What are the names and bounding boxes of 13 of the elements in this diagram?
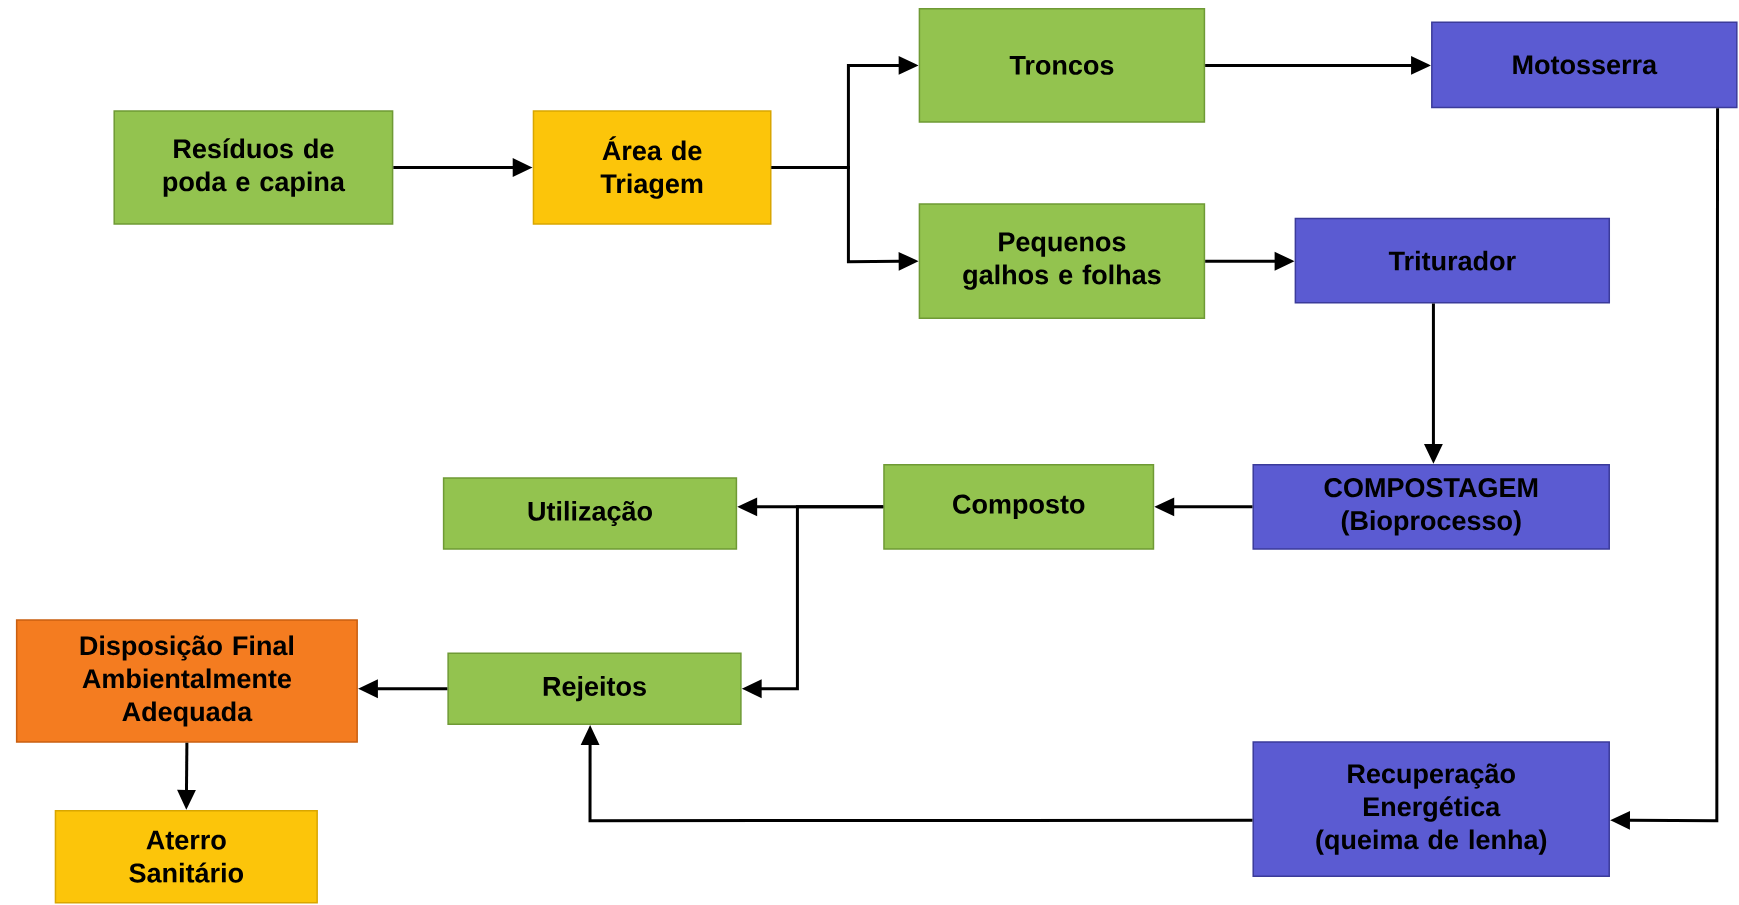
- process-box: Pequenos galhos e folhas: [918, 203, 1206, 320]
- process-box: Área de Triagem: [532, 110, 772, 225]
- process-box: Aterro Sanitário: [54, 809, 318, 904]
- process-box: Resíduos de poda e capina: [113, 110, 394, 225]
- process-box: COMPOSTAGEM (Bioprocesso): [1252, 463, 1610, 550]
- process-box: Utilização: [442, 477, 738, 550]
- process-box: Recuperação Energética (queima de lenha): [1252, 741, 1610, 877]
- process-box: Triturador: [1294, 217, 1610, 304]
- process-box: Rejeitos: [447, 652, 742, 725]
- process-box: Composto: [883, 463, 1155, 550]
- process-box: Motosserra: [1431, 21, 1738, 109]
- process-box: Disposição Final Ambientalmente Adequada: [15, 619, 358, 743]
- process-box: Troncos: [918, 8, 1206, 123]
